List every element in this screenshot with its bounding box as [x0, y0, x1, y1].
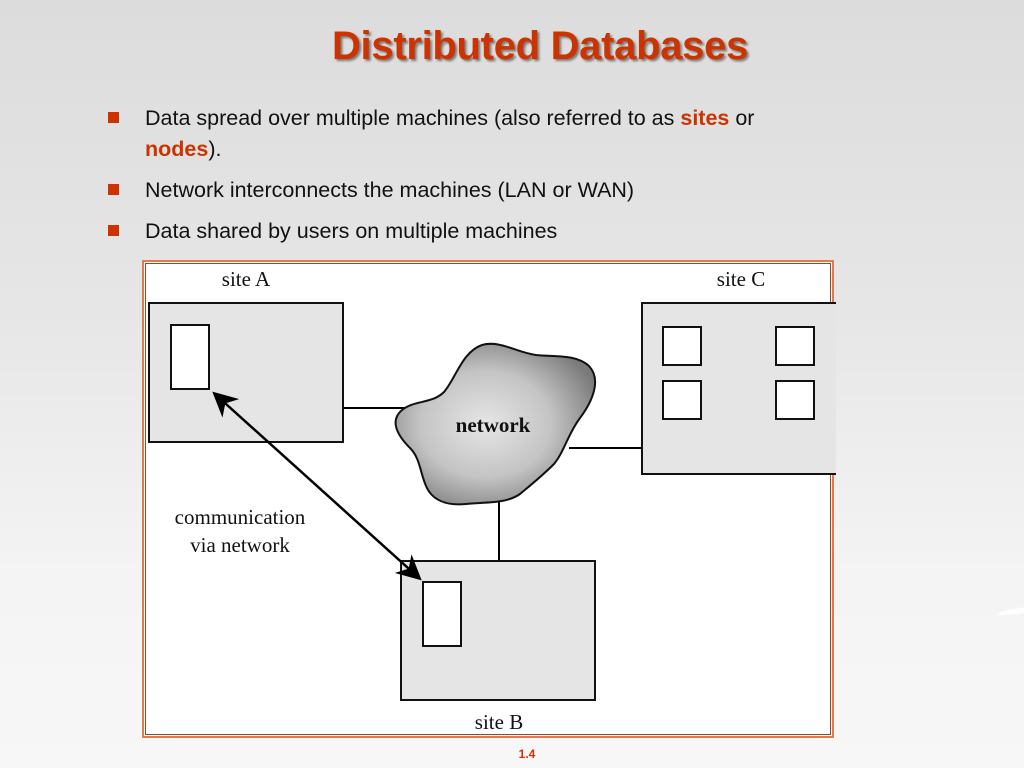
- highlight-term-sites: sites: [680, 106, 730, 130]
- communication-label-line2: via network: [190, 533, 290, 557]
- bullet-text-part: ).: [208, 137, 222, 161]
- site-a-label: site A: [222, 267, 271, 291]
- site-c-label: site C: [717, 267, 765, 291]
- bullet-item: Network interconnects the machines (LAN …: [106, 175, 906, 206]
- site-b: site B: [400, 560, 596, 734]
- page-number: 1.4: [518, 747, 536, 761]
- site-b-machine: [422, 581, 462, 647]
- site-c: site C: [641, 267, 836, 475]
- diagram-frame: site A site C network site B communicati…: [142, 260, 836, 738]
- site-c-machine: [775, 380, 815, 420]
- highlight-term-nodes: nodes: [145, 137, 209, 161]
- bullet-text: Data shared by users on multiple machine…: [145, 219, 558, 243]
- slide-title: Distributed Databases: [331, 24, 749, 68]
- site-a-machine: [170, 324, 210, 390]
- bullet-text-part: Data spread over multiple machines (also…: [145, 106, 681, 130]
- square-bullet-icon: [108, 184, 119, 195]
- distributed-db-diagram: site A site C network site B communicati…: [148, 267, 836, 734]
- site-c-machine: [662, 326, 702, 366]
- communication-label-line1: communication: [175, 505, 306, 529]
- site-c-machine: [662, 380, 702, 420]
- site-c-machine: [775, 326, 815, 366]
- site-a: site A: [148, 267, 344, 443]
- bullet-list: Data spread over multiple machines (also…: [106, 103, 906, 257]
- bullet-item: Data shared by users on multiple machine…: [106, 216, 906, 247]
- bullet-item: Data spread over multiple machines (also…: [106, 103, 906, 165]
- site-b-label: site B: [475, 710, 523, 734]
- square-bullet-icon: [108, 112, 119, 123]
- bullet-text: Network interconnects the machines (LAN …: [145, 178, 635, 202]
- bullet-text-part: or: [729, 106, 755, 130]
- bullet-text: Data spread over multiple machines (also…: [145, 106, 754, 161]
- network-label: network: [456, 413, 531, 437]
- network-cloud: network: [394, 342, 597, 506]
- decorative-swoosh: [997, 605, 1024, 617]
- communication-arrow: [212, 391, 422, 581]
- square-bullet-icon: [108, 225, 119, 236]
